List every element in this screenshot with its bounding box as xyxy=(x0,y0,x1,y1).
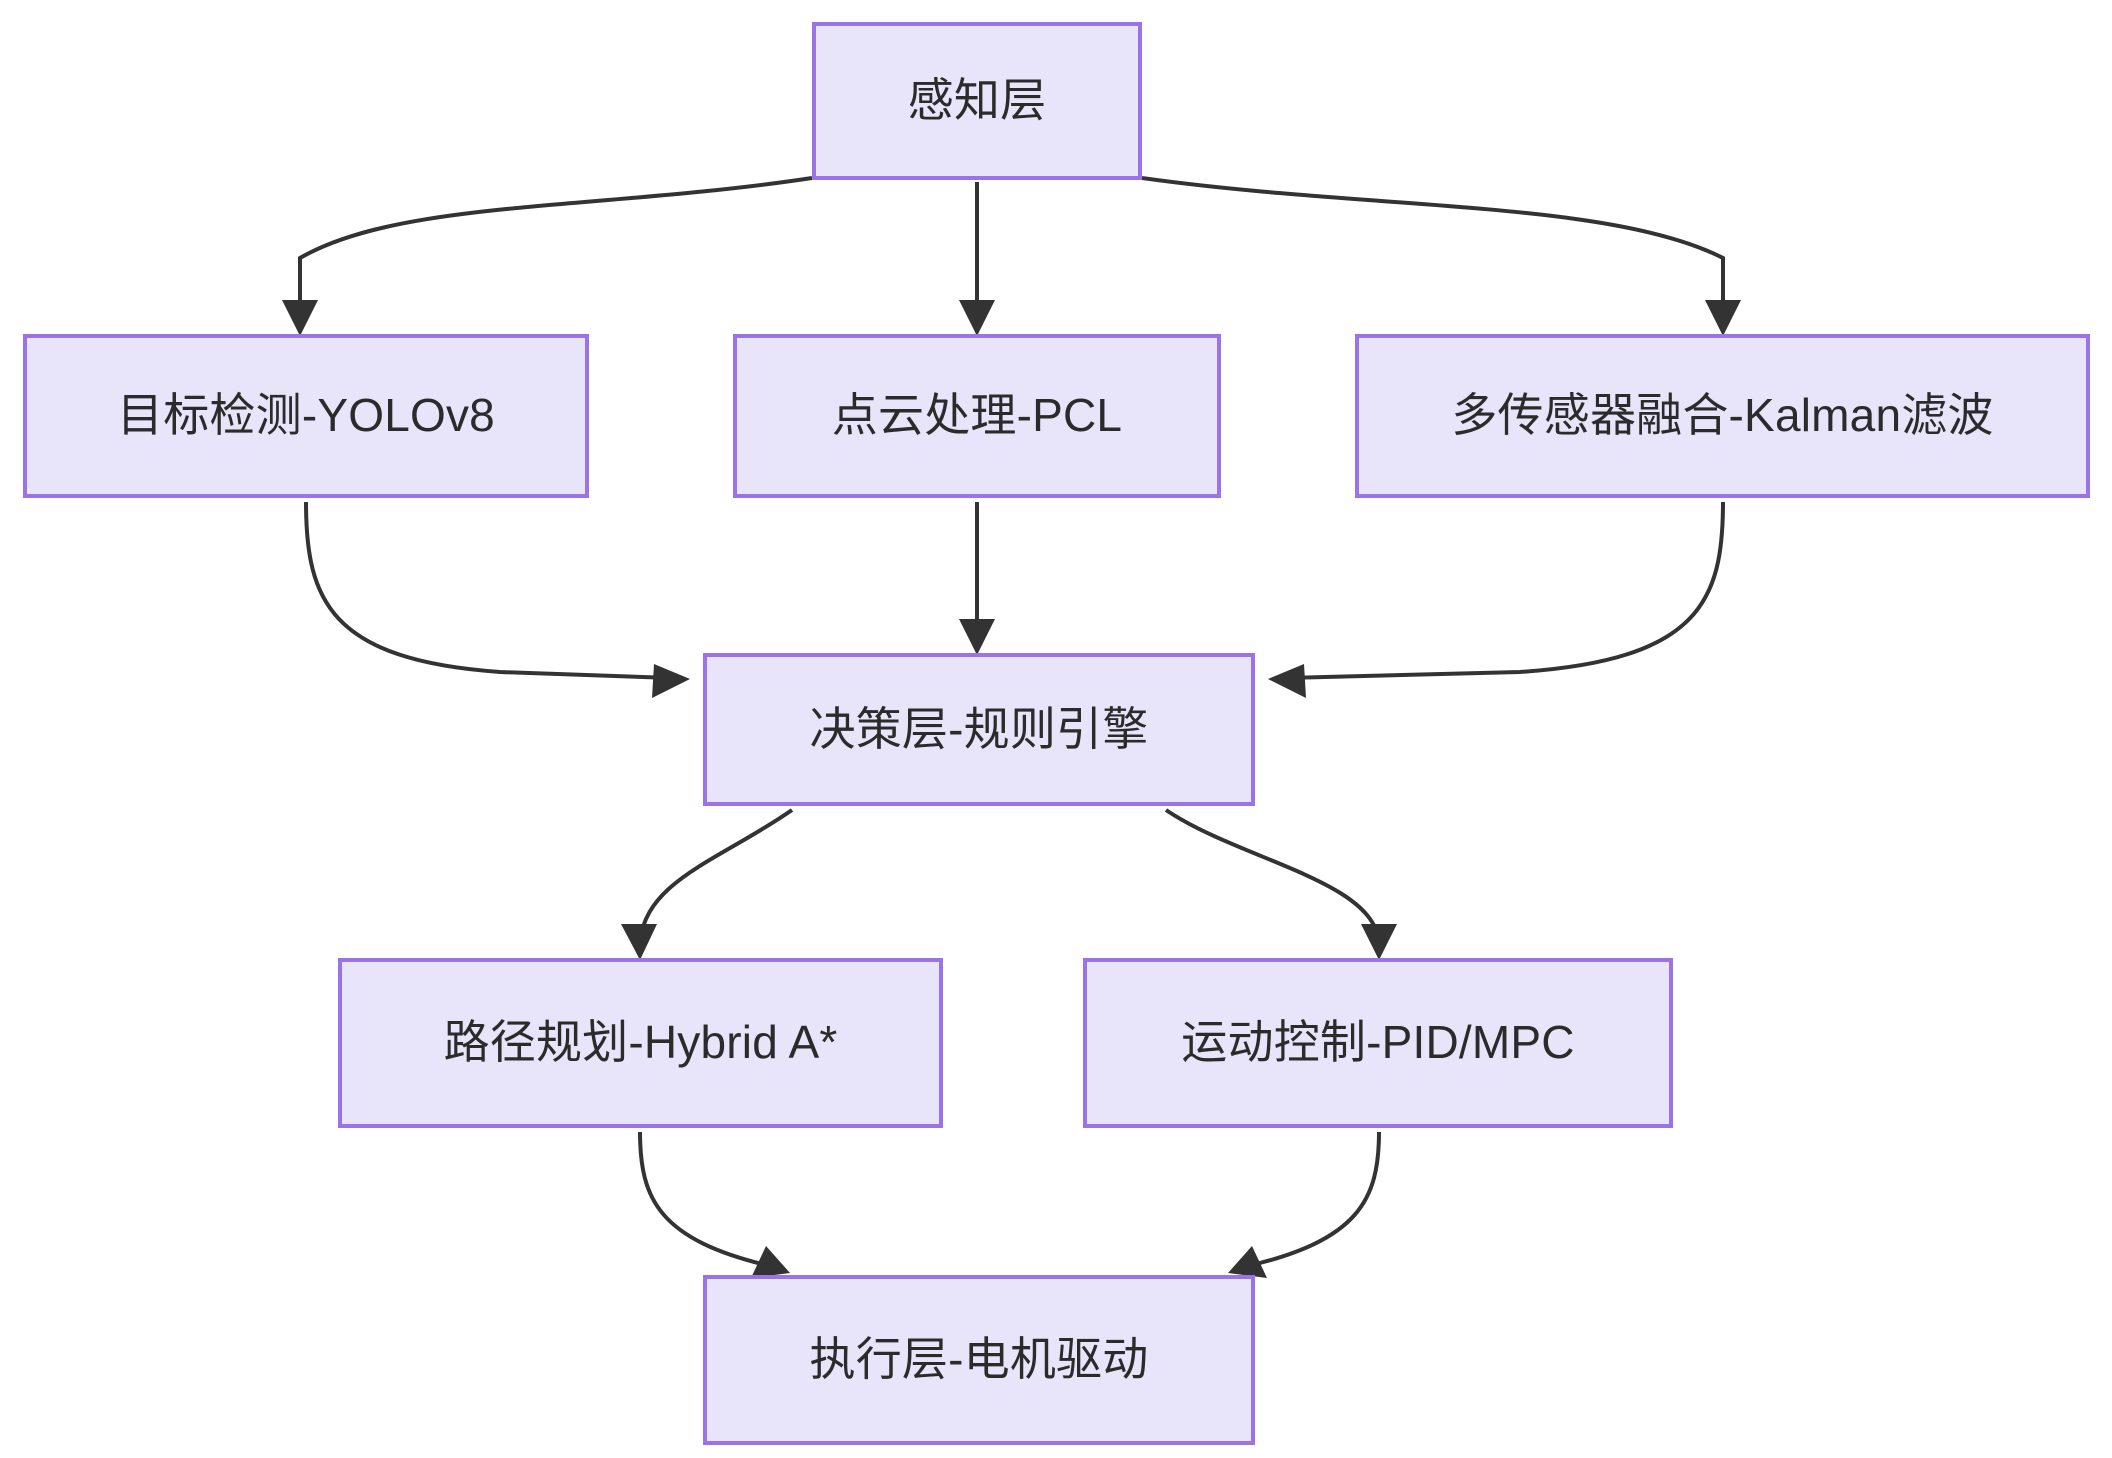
node-motion-control[interactable]: 运动控制-PID/MPC xyxy=(1083,958,1673,1128)
node-label: 点云处理-PCL xyxy=(831,389,1123,442)
node-label: 路径规划-Hybrid A* xyxy=(443,1016,838,1069)
node-point-cloud-processing[interactable]: 点云处理-PCL xyxy=(733,334,1221,498)
edge-control-to-actuation xyxy=(1228,1131,1381,1278)
edge-detection-to-decision xyxy=(304,501,690,698)
node-sensor-fusion[interactable]: 多传感器融合-Kalman滤波 xyxy=(1355,334,2090,498)
node-label: 运动控制-PID/MPC xyxy=(1181,1016,1575,1069)
node-object-detection[interactable]: 目标检测-YOLOv8 xyxy=(23,334,589,498)
node-actuation-layer[interactable]: 执行层-电机驱动 xyxy=(703,1275,1255,1445)
node-label: 感知层 xyxy=(907,74,1047,127)
node-label: 目标检测-YOLOv8 xyxy=(117,389,495,442)
edge-pointcloud-to-decision xyxy=(959,502,995,655)
node-perception[interactable]: 感知层 xyxy=(812,22,1142,180)
node-path-planning[interactable]: 路径规划-Hybrid A* xyxy=(338,958,943,1128)
edge-decision-to-control xyxy=(1164,808,1397,960)
edge-fusion-to-decision xyxy=(1268,501,1725,698)
node-label: 多传感器融合-Kalman滤波 xyxy=(1451,389,1994,442)
edge-decision-to-planning xyxy=(621,808,794,960)
edge-planning-to-actuation xyxy=(638,1131,790,1278)
node-label: 决策层-规则引擎 xyxy=(809,702,1149,755)
node-decision-layer[interactable]: 决策层-规则引擎 xyxy=(703,653,1255,806)
node-label: 执行层-电机驱动 xyxy=(809,1333,1149,1386)
edge-perception-to-detection xyxy=(282,176,813,336)
edge-perception-to-fusion xyxy=(1141,176,1741,336)
edge-perception-to-pointcloud xyxy=(959,182,995,336)
